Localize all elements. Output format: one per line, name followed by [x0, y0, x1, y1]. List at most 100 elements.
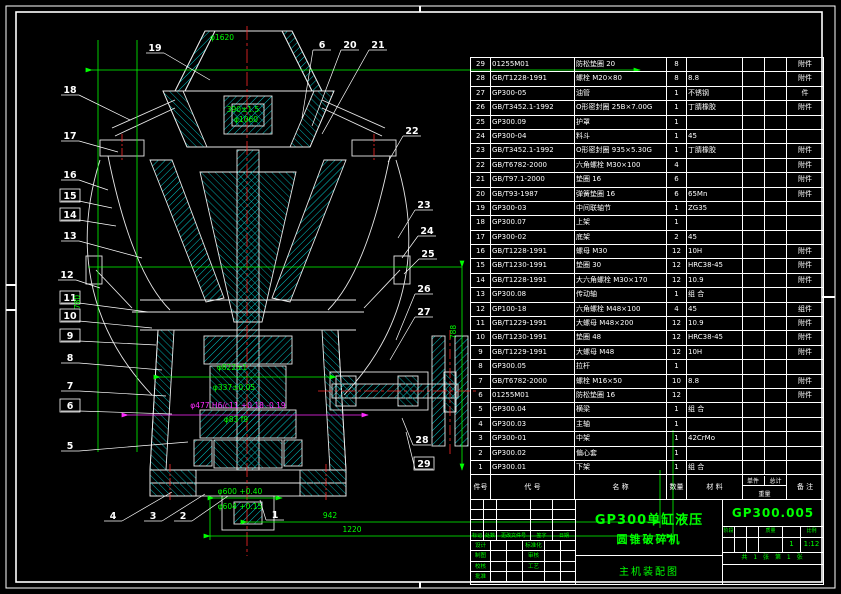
svg-text:13: 13 [63, 231, 76, 242]
bom-cell: 组 合 [687, 288, 743, 303]
balloon-16: 16 [61, 170, 109, 191]
bom-cell: 25 [471, 115, 491, 130]
bom-cell: 10H [687, 245, 743, 260]
balloon-18: 18 [61, 85, 131, 121]
bom-cell: 1 [667, 101, 687, 116]
sheet-name: 主机装配图 [619, 566, 679, 578]
bom-cell [743, 129, 765, 145]
svg-text:21: 21 [371, 40, 384, 51]
bom-cell: GP300-04 [491, 129, 575, 145]
balloon-28: 28 [401, 417, 431, 446]
bom-cell [787, 403, 823, 418]
bom-cell: GP300.07 [491, 216, 575, 231]
bom-cell: 4 [667, 158, 687, 174]
bom-cell [765, 158, 787, 174]
bom-cell: 45 [687, 129, 743, 145]
bom-cell: 螺母 M30 [575, 245, 667, 260]
bom-cell: GP100-18 [491, 302, 575, 318]
balloon-7: 7 [61, 381, 167, 397]
bom-cell: GP300.01 [491, 460, 575, 476]
bom-cell: 防松垫圈 20 [575, 58, 667, 73]
balloon-11: 11 [59, 290, 149, 313]
svg-text:11: 11 [63, 293, 76, 304]
dimension-label: φ822±1 [217, 363, 248, 372]
bom-cell: 上架 [575, 216, 667, 231]
balloon-26: 26 [395, 284, 433, 341]
svg-text:5: 5 [67, 441, 74, 452]
svg-text:27: 27 [417, 307, 430, 318]
scale-header-row: 阶段标记 质量 比例 [723, 527, 823, 538]
balloon-29: 29 [405, 431, 435, 471]
bom-cell [765, 173, 787, 188]
bom-cell [687, 158, 743, 174]
bom-cell [765, 345, 787, 361]
bom-cell: 24 [471, 129, 491, 145]
bom-cell: 1 [667, 360, 687, 375]
bom-cell: 8.8 [687, 374, 743, 389]
bom-cell: GB/T1230-1991 [491, 331, 575, 346]
scale-value-row: 1 1:12 [723, 538, 823, 553]
svg-text:1: 1 [272, 510, 279, 521]
sheet-count: 共 1 张 第 1 张 [723, 553, 823, 565]
bom-cell: 附件 [787, 375, 823, 389]
bom-cell: 12 [471, 302, 491, 318]
bom-cell: 垫圈 30 [575, 259, 667, 274]
bom-cell: O形密封圈 25B×7.00G [575, 101, 667, 116]
bom-cell [765, 446, 787, 461]
revision-grid: 标记 处数 更改文件号 签字 日期 [471, 500, 576, 541]
dimension-label: φ477 H6/c11 +0.18 -0.19 [190, 401, 286, 410]
bom-cell: 附件 [787, 159, 823, 174]
bom-cell: 23 [471, 144, 491, 159]
bom-cell [787, 231, 823, 246]
svg-text:29: 29 [417, 459, 430, 470]
bom-cell [687, 417, 743, 433]
bom-cell: 组 合 [687, 403, 743, 418]
bom-cell: 9 [471, 345, 491, 361]
bom-cell [787, 202, 823, 217]
bom-cell [743, 101, 765, 116]
label-date: 日期 [553, 530, 576, 541]
bom-header-note: 备 注 [796, 483, 814, 492]
svg-text:12: 12 [60, 270, 73, 281]
bom-cell: 偏心套 [575, 446, 667, 461]
bom-cell: 10 [667, 374, 687, 389]
bom-cell: 件 [787, 87, 823, 102]
bom-cell: GB/T6782-2000 [491, 374, 575, 389]
svg-text:6: 6 [319, 40, 326, 51]
bom-cell: 1 [667, 446, 687, 461]
bom-cell [743, 72, 765, 87]
bom-cell: 6 [471, 388, 491, 404]
bom-cell: 螺栓 M20×80 [575, 72, 667, 87]
bom-cell: 附件 [787, 173, 823, 188]
bom-cell: 1 [471, 460, 491, 476]
bom-cell: 6 [667, 173, 687, 188]
title-block-revision-area: 标记 处数 更改文件号 签字 日期 设计 标准化 制图 审核 校核 工艺 批准 [471, 500, 576, 585]
bom-cell: 弹簧垫圈 16 [575, 187, 667, 202]
bom-cell [787, 130, 823, 145]
bom-cell: 油管 [575, 86, 667, 102]
bom-cell [765, 273, 787, 289]
title-block: 标记 处数 更改文件号 签字 日期 设计 标准化 制图 审核 校核 工艺 批准 … [470, 499, 824, 585]
bom-cell: 29 [471, 58, 491, 73]
bom-cell: 4 [667, 302, 687, 318]
bom-cell: 垫圈 16 [575, 173, 667, 188]
bom-cell: 1 [667, 144, 687, 159]
title-block-name-area: GP300单缸液压 圆锥破碎机 主机装配图 [576, 500, 723, 585]
dimension-label: 942 [323, 511, 338, 520]
svg-text:6: 6 [67, 401, 74, 412]
bom-cell [743, 245, 765, 260]
bom-cell: 1 [667, 216, 687, 231]
bom-cell: 10.9 [687, 273, 743, 289]
label-weight: 质量 [759, 527, 783, 537]
bom-cell: 28 [471, 72, 491, 87]
bom-cell: 横梁 [575, 403, 667, 418]
bom-cell: 附件 [787, 346, 823, 361]
bom-cell: 12 [667, 345, 687, 361]
bom-cell: 大螺母 M48×200 [575, 317, 667, 332]
bom-cell [765, 216, 787, 231]
bom-cell [787, 418, 823, 433]
dimension-label: φ604 +0.15 [218, 502, 263, 511]
bom-cell: 12 [667, 273, 687, 289]
bom-cell: 六角螺栓 M48×100 [575, 302, 667, 318]
